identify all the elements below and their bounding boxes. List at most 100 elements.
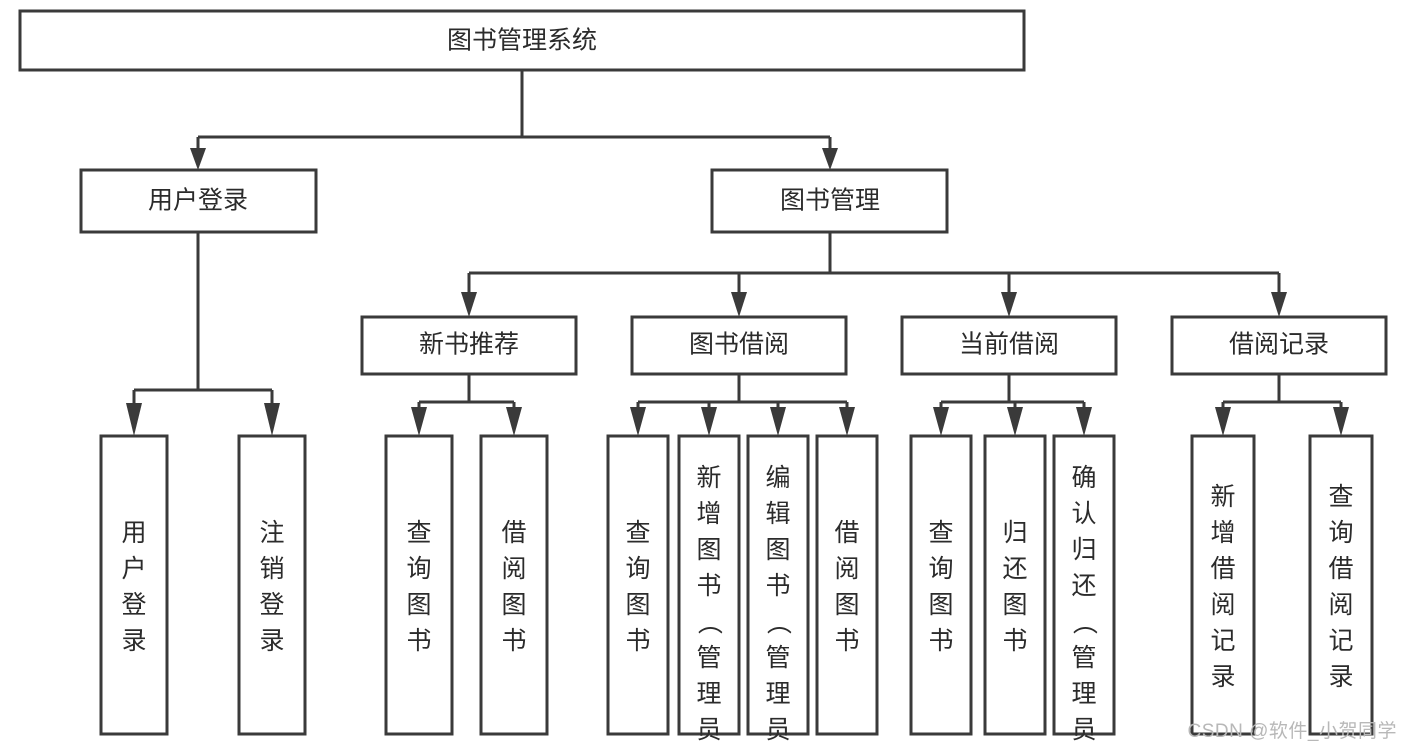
node-borrow-record-box[interactable] — [1170, 315, 1388, 376]
node-book-borrow[interactable]: 图书借阅 — [630, 315, 848, 376]
node-leaf-user-login-box[interactable] — [99, 434, 169, 736]
svg-text:销: 销 — [259, 555, 284, 583]
svg-text:认: 认 — [1071, 500, 1096, 528]
svg-text:查: 查 — [625, 519, 650, 547]
node-leaf-edit-book-admin-box[interactable] — [746, 434, 810, 736]
arrow-head-current-borrow — [1001, 292, 1017, 317]
node-borrow-record[interactable]: 借阅记录 — [1170, 315, 1388, 376]
svg-text:书: 书 — [406, 627, 431, 655]
svg-text:书: 书 — [834, 627, 859, 655]
svg-text:用: 用 — [121, 519, 146, 547]
svg-text:询: 询 — [928, 555, 953, 583]
node-new-book-recommend-box[interactable] — [360, 315, 578, 376]
svg-text:（: （ — [695, 610, 723, 635]
svg-text:书: 书 — [765, 572, 790, 600]
node-current-borrow[interactable]: 当前借阅 — [900, 315, 1118, 376]
svg-text:书: 书 — [928, 627, 953, 655]
leaf-node-layer: 用户登录注销登录查询图书借阅图书查询图书新增图书（管理员）编辑图书（管理员）借阅… — [99, 434, 1374, 747]
arrow-head-leaf-edit-book-admin — [770, 407, 786, 436]
svg-text:员: 员 — [1071, 716, 1096, 744]
node-book-management-box[interactable] — [710, 168, 949, 234]
arrow-head-leaf-add-borrow-record — [1215, 407, 1231, 436]
arrow-head-leaf-borrow-book-recommend — [506, 407, 522, 436]
node-leaf-user-login-label: 用户登录 — [121, 519, 146, 655]
arrow-head-leaf-query-borrow-record — [1333, 407, 1349, 436]
svg-text:理: 理 — [765, 680, 790, 708]
node-leaf-query-book-borrow-box[interactable] — [606, 434, 670, 736]
node-layer: 图书管理系统 用户登录 图书管理 新书推荐 图书借阅 当前 — [18, 9, 1388, 747]
node-leaf-add-book-admin-box[interactable] — [677, 434, 741, 736]
svg-text:询: 询 — [625, 555, 650, 583]
node-current-borrow-label: 当前借阅 — [959, 331, 1059, 359]
node-book-management[interactable]: 图书管理 — [710, 168, 949, 234]
arrow-head-leaf-borrow-book — [839, 407, 855, 436]
svg-text:阅: 阅 — [501, 555, 526, 583]
arrow-head-leaf-add-book-admin — [701, 407, 717, 436]
node-book-borrow-box[interactable] — [630, 315, 848, 376]
svg-text:新: 新 — [1210, 483, 1235, 511]
svg-text:图: 图 — [501, 591, 526, 619]
svg-text:图: 图 — [625, 591, 650, 619]
node-leaf-add-borrow-record-box[interactable] — [1190, 434, 1256, 736]
svg-text:书: 书 — [696, 572, 721, 600]
node-leaf-query-book-current-box[interactable] — [909, 434, 973, 736]
svg-text:员: 员 — [765, 716, 790, 744]
svg-text:图: 图 — [696, 536, 721, 564]
svg-text:还: 还 — [1071, 572, 1096, 600]
svg-text:理: 理 — [1071, 680, 1096, 708]
node-leaf-borrow-book-box[interactable] — [815, 434, 879, 736]
arrow-head-borrow-record — [1271, 292, 1287, 317]
svg-text:借: 借 — [834, 519, 859, 547]
node-root[interactable]: 图书管理系统 — [18, 9, 1026, 72]
node-current-borrow-box[interactable] — [900, 315, 1118, 376]
node-leaf-query-borrow-record-box[interactable] — [1308, 434, 1374, 736]
node-borrow-record-label: 借阅记录 — [1229, 331, 1329, 359]
svg-text:书: 书 — [1002, 627, 1027, 655]
node-leaf-confirm-return-admin-box[interactable] — [1052, 434, 1116, 736]
arrow-head-leaf-confirm-return-admin — [1076, 407, 1092, 436]
arrow-head-leaf-user-login — [126, 403, 142, 436]
node-root-label: 图书管理系统 — [447, 27, 597, 55]
svg-text:登: 登 — [121, 591, 146, 619]
node-new-book-recommend[interactable]: 新书推荐 — [360, 315, 578, 376]
node-user-login-box[interactable] — [79, 168, 318, 234]
node-user-login[interactable]: 用户登录 — [79, 168, 318, 234]
svg-text:理: 理 — [696, 680, 721, 708]
node-new-book-recommend-label: 新书推荐 — [419, 331, 519, 359]
svg-text:辑: 辑 — [765, 500, 790, 528]
svg-text:注: 注 — [259, 519, 284, 547]
csdn-watermark: CSDN @软件_小贺同学 — [1187, 721, 1397, 742]
arrow-head-leaf-query-book-borrow — [630, 407, 646, 436]
svg-text:书: 书 — [501, 627, 526, 655]
node-root-box[interactable] — [18, 9, 1026, 72]
node-leaf-logout-login-box[interactable] — [237, 434, 307, 736]
node-leaf-query-book-recommend-box[interactable] — [384, 434, 454, 736]
node-leaf-return-book-box[interactable] — [983, 434, 1047, 736]
svg-text:归: 归 — [1071, 536, 1096, 564]
node-leaf-user-login[interactable]: 用户登录 — [99, 434, 169, 736]
svg-text:询: 询 — [1328, 519, 1353, 547]
node-leaf-borrow-book-recommend-box[interactable] — [479, 434, 549, 736]
